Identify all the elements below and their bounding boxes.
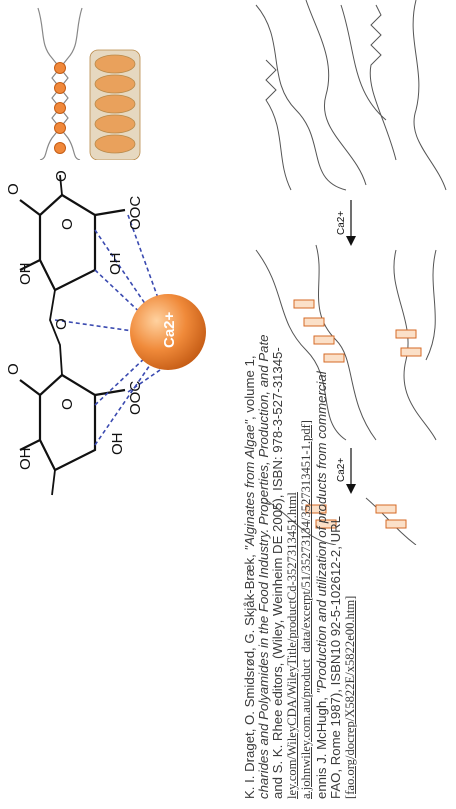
ref2-publisher-isbn: FAO, Rome 1987), ISBN10 92-5-102612-2, U…: [329, 516, 343, 799]
link-oxygen-4: O: [53, 170, 70, 182]
egg-box-chain-illustration: [0, 0, 230, 160]
link-oxygen-2: O: [5, 183, 22, 195]
calcium-ion-dots: [55, 63, 66, 154]
ref2-fao-link[interactable]: [fao.org/docrep/X5822E/x5822e00.htm]: [343, 596, 357, 799]
link-oxygen-1: O: [53, 318, 70, 330]
hydroxyl-label-3: OH: [109, 433, 126, 456]
junction-zones-stage-3: [306, 505, 406, 528]
arrow-1-label: Ca2+: [336, 211, 347, 235]
ring-oxygen-1: O: [59, 218, 76, 230]
random-coil-chains: [256, 0, 446, 190]
link-oxygen-3: O: [5, 363, 22, 375]
gelation-arrow-1: Ca2+: [336, 200, 356, 246]
hydroxyl-label-4: OH: [17, 448, 34, 471]
gelation-arrow-2: Ca2+: [336, 448, 356, 494]
ref1-excerpt-link[interactable]: a.johnwiley.com.au/product_data/excerpt/…: [299, 420, 313, 799]
ref1-wiley-link[interactable]: ley.com/WileyCDA/WileyTitle/productCd-35…: [285, 492, 299, 799]
partial-junction-chains: [256, 245, 436, 440]
gelation-network-diagram: Ca2+ Ca2+: [246, 0, 456, 545]
carboxylate-label-top: OOC: [127, 196, 144, 230]
calcium-ion-label: Ca2+: [161, 311, 178, 348]
ref1-authors: K. I. Draget, O. Smidsrød, G. Skjåk-Bræk…: [242, 554, 257, 799]
ref2-author: ennis J. McHugh,: [314, 697, 329, 799]
carboxylate-label-bottom: OOC: [127, 381, 144, 415]
arrow-2-label: Ca2+: [336, 458, 347, 482]
egg-box-photo: [90, 50, 140, 160]
ring-oxygen-2: O: [59, 398, 76, 410]
calcium-chelation-structure: Ca2+ OOC OOC OH OH OH OH O O O O O O: [0, 170, 230, 500]
hydroxyl-label-1: OH: [107, 253, 124, 276]
hydroxyl-label-2: OH: [17, 263, 34, 286]
